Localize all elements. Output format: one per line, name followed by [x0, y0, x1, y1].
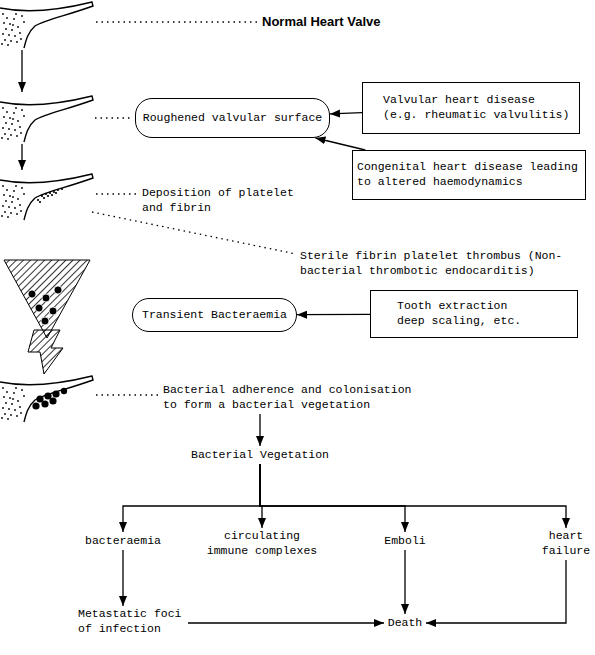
outcome-text: Metastatic foci of infection: [78, 606, 188, 638]
rounded-box: Roughened valvular surface: [135, 98, 330, 138]
thrombus-valve: [0, 174, 93, 220]
node-text: heart failure: [540, 529, 592, 559]
outcome-text: circulating immune complexes: [202, 528, 322, 560]
node-text: Congenital heart disease leading to alte…: [357, 160, 581, 190]
outcome-text: Emboli: [381, 532, 429, 550]
node-text: bacteraemia: [83, 534, 162, 549]
bacterial-colonies: [32, 388, 67, 410]
flow-arrow: [188, 622, 384, 623]
flow-arrow: [330, 113, 362, 114]
stage-title: Normal Heart Valve: [262, 14, 381, 31]
node-text: Metastatic foci of infection: [78, 607, 185, 637]
stage-arrow: [21, 144, 22, 170]
stage-label: Deposition of platelet and fibrin: [142, 186, 297, 216]
leader-line: [96, 193, 138, 194]
flow-arrow: [122, 550, 123, 606]
flow-arrow: [260, 464, 405, 532]
leader-line: [96, 21, 258, 22]
node-text: Valvular heart disease (e.g. rheumatic v…: [383, 93, 573, 123]
hatched-funnel: [4, 260, 90, 338]
flow-arrow: [259, 414, 260, 446]
flow-arrow: [315, 138, 365, 150]
stage-arrow: [21, 50, 22, 92]
node-text: Emboli: [383, 534, 428, 549]
node-text: Transient Bacteraemia: [140, 308, 288, 323]
stage-text: Bacterial adherence and colonisation to …: [163, 382, 433, 414]
bacteria-dots: [28, 286, 62, 325]
leader-line: [92, 212, 296, 254]
vegetation-valve: [0, 376, 93, 422]
outcome-text: bacteraemia: [82, 532, 164, 550]
bacteraemia-arrow: [28, 330, 63, 374]
cause-box: Congenital heart disease leading to alte…: [352, 150, 586, 200]
node-text: Bacterial Vegetation: [189, 448, 330, 463]
roughened-valve: [0, 96, 93, 142]
cause-box: Valvular heart disease (e.g. rheumatic v…: [362, 82, 580, 134]
node-text: Tooth extraction deep scaling, etc.: [397, 299, 525, 329]
platelet-deposit: [37, 188, 63, 203]
flow-arrow: [426, 560, 566, 623]
flow-arrow: [123, 464, 260, 532]
node-text: circulating immune complexes: [205, 529, 319, 559]
flow-arrow: [404, 550, 405, 614]
rounded-box: Transient Bacteraemia: [132, 298, 297, 332]
outcome-text: Bacterial Vegetation: [187, 446, 333, 464]
node-text: Death: [386, 616, 424, 631]
leader-line: [95, 117, 133, 118]
outcome-text: heart failure: [539, 528, 593, 560]
flow-arrow: [260, 464, 566, 528]
cause-box: Tooth extraction deep scaling, etc.: [370, 290, 578, 338]
node-text: Roughened valvular surface: [141, 111, 324, 126]
stage-label: Sterile fibrin platelet thrombus (Non-ba…: [300, 249, 573, 279]
outcome-text: Death: [384, 614, 426, 632]
flow-arrow: [297, 314, 370, 316]
node-text: Bacterial adherence and colonisation to …: [163, 383, 415, 413]
normal-valve: [0, 2, 93, 48]
leader-line: [96, 394, 160, 395]
